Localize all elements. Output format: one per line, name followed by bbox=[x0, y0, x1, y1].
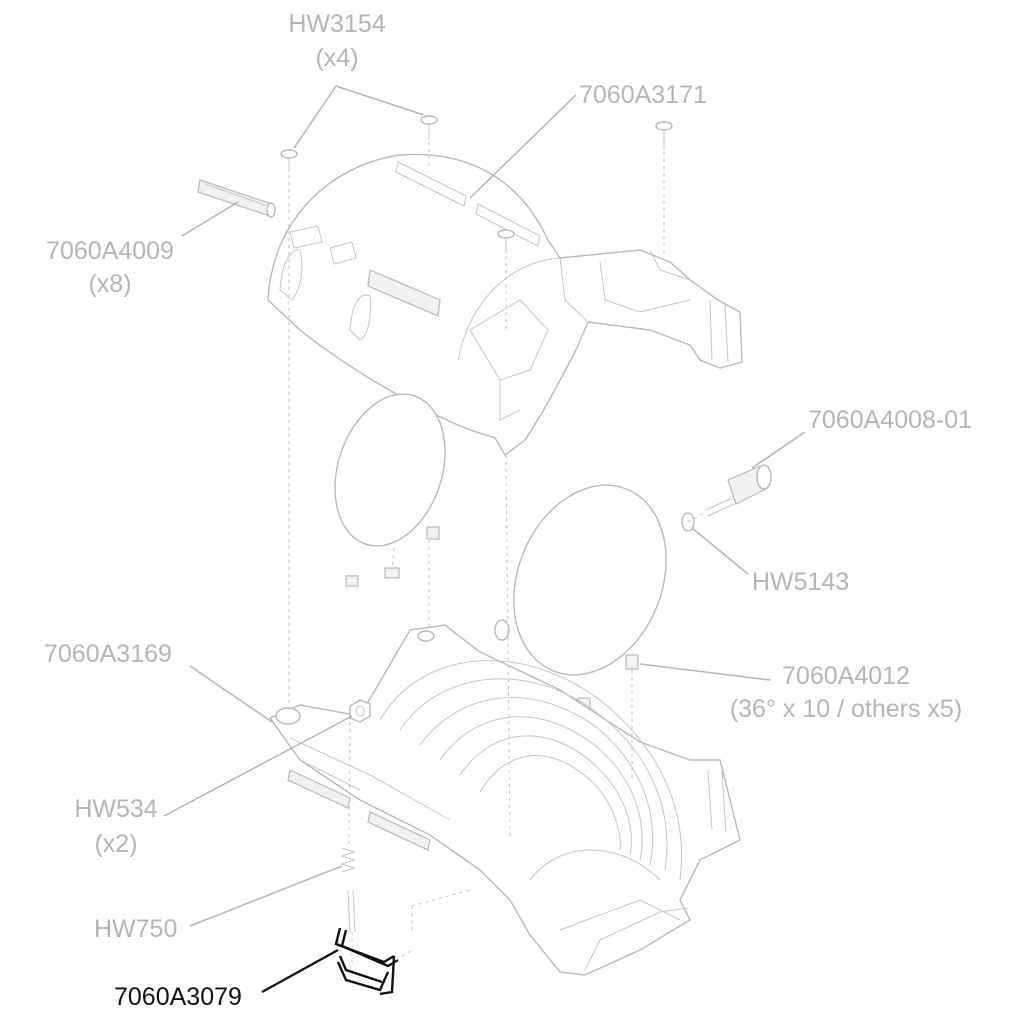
spring-hw750 bbox=[340, 847, 356, 933]
alignment-lines bbox=[288, 142, 707, 965]
leader-lines bbox=[163, 85, 806, 993]
svg-text:7060A4008-01: 7060A4008-01 bbox=[808, 406, 972, 434]
svg-text:7060A3169: 7060A3169 bbox=[44, 640, 172, 668]
callout-hw534-line2: (x2) bbox=[94, 830, 137, 858]
screws-hw3154 bbox=[280, 115, 673, 254]
callout-hw3154-line2: (x4) bbox=[315, 44, 358, 72]
leader-7060A4012 bbox=[639, 663, 771, 681]
leader-hw5143 bbox=[691, 527, 749, 575]
lower-housing-part bbox=[268, 624, 741, 976]
leader-7060A3169 bbox=[189, 665, 273, 723]
callouts: HW3154 (x4) 7060A3171 7060A4009 (x8) 706… bbox=[44, 10, 972, 1011]
lens-discs bbox=[334, 393, 667, 676]
svg-text:7060A4012: 7060A4012 bbox=[782, 662, 910, 690]
callout-7060A3171-line1: 7060A3171 bbox=[579, 81, 707, 109]
leader-7060A3079 bbox=[261, 949, 339, 993]
knob-part bbox=[494, 464, 772, 641]
leader-hw3154 bbox=[293, 85, 337, 149]
svg-text:7060A4009: 7060A4009 bbox=[46, 237, 174, 265]
callout-7060A4012-line2: (36° x 10 / others x5) bbox=[730, 695, 962, 723]
callout-hw750-line1: HW750 bbox=[94, 915, 177, 943]
leader-7060A3171 bbox=[469, 94, 577, 199]
svg-text:HW750: HW750 bbox=[94, 915, 177, 943]
leader-hw750 bbox=[189, 865, 343, 927]
callout-7060A4009-line2: (x8) bbox=[88, 270, 131, 298]
callout-7060A4009-line1: 7060A4009 bbox=[46, 237, 174, 265]
svg-text:HW534: HW534 bbox=[74, 795, 157, 823]
callout-7060A4012-line1: 7060A4012 bbox=[782, 662, 910, 690]
svg-text:(x8): (x8) bbox=[88, 270, 131, 298]
svg-text:(x4): (x4) bbox=[315, 44, 358, 72]
callout-hw3154: HW3154 bbox=[288, 10, 385, 38]
leader-7060A4009 bbox=[181, 201, 239, 237]
callout-7060A3171: 7060A3171 bbox=[579, 81, 707, 109]
leader-hw534 bbox=[163, 715, 353, 817]
svg-text:HW5143: HW5143 bbox=[752, 568, 849, 596]
callout-7060A4008-01-line1: 7060A4008-01 bbox=[808, 406, 972, 434]
upper-housing-part bbox=[267, 153, 743, 457]
leader-7060A4008-01 bbox=[751, 431, 806, 469]
svg-text:7060A3079: 7060A3079 bbox=[114, 983, 242, 1011]
callout-hw534-line1: HW534 bbox=[74, 795, 157, 823]
nut-hw534 bbox=[349, 699, 371, 723]
callout-7060A3169-line1: 7060A3169 bbox=[44, 640, 172, 668]
callout-hw3154-line1: HW3154 bbox=[288, 10, 385, 38]
callout-hw5143-line1: HW5143 bbox=[752, 568, 849, 596]
clips bbox=[345, 526, 639, 709]
callout-7060A3079-line1: 7060A3079 bbox=[114, 983, 242, 1011]
svg-text:(36° x 10 / others x5): (36° x 10 / others x5) bbox=[730, 695, 962, 723]
slide-rail-part bbox=[197, 179, 276, 218]
latch-part-7060A3079 bbox=[334, 927, 399, 996]
svg-text:(x2): (x2) bbox=[94, 830, 137, 858]
